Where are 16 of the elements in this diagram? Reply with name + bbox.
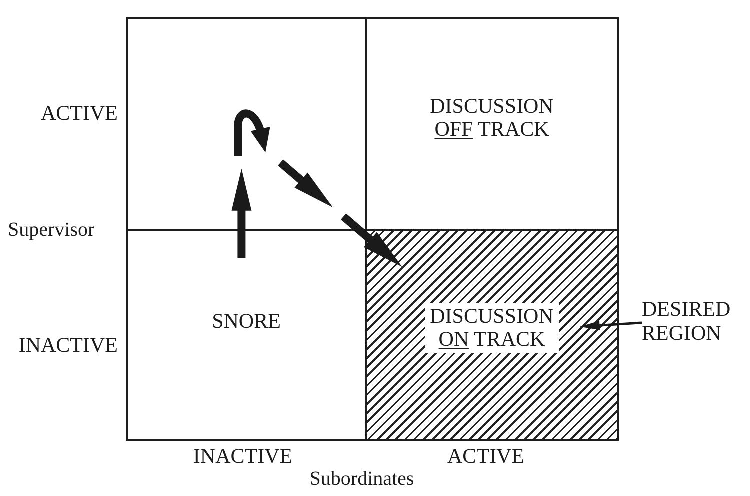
axis-value-label: ACTIVE — [446, 444, 526, 468]
hatched-quadrant — [365, 229, 619, 441]
quadrant-box — [365, 17, 619, 231]
callout-text: DESIRED REGION — [642, 297, 740, 345]
axis-value-label: INACTIVE — [192, 444, 294, 468]
quadrant-label: DISCUSSION OFF TRACK — [429, 95, 555, 141]
leader-arrow — [580, 321, 642, 330]
axis-value-label: INACTIVE — [18, 333, 118, 357]
arrow — [232, 168, 252, 258]
quadrant-label: SNORE — [211, 310, 282, 332]
quadrant-box — [126, 229, 367, 441]
axis-value-label: ACTIVE — [40, 101, 118, 125]
axis-title: Supervisor — [8, 218, 96, 242]
axis-title: Subordinates — [308, 467, 416, 491]
quadrant-label: DISCUSSION ON TRACK — [425, 303, 559, 353]
quadrant-box — [126, 17, 367, 231]
